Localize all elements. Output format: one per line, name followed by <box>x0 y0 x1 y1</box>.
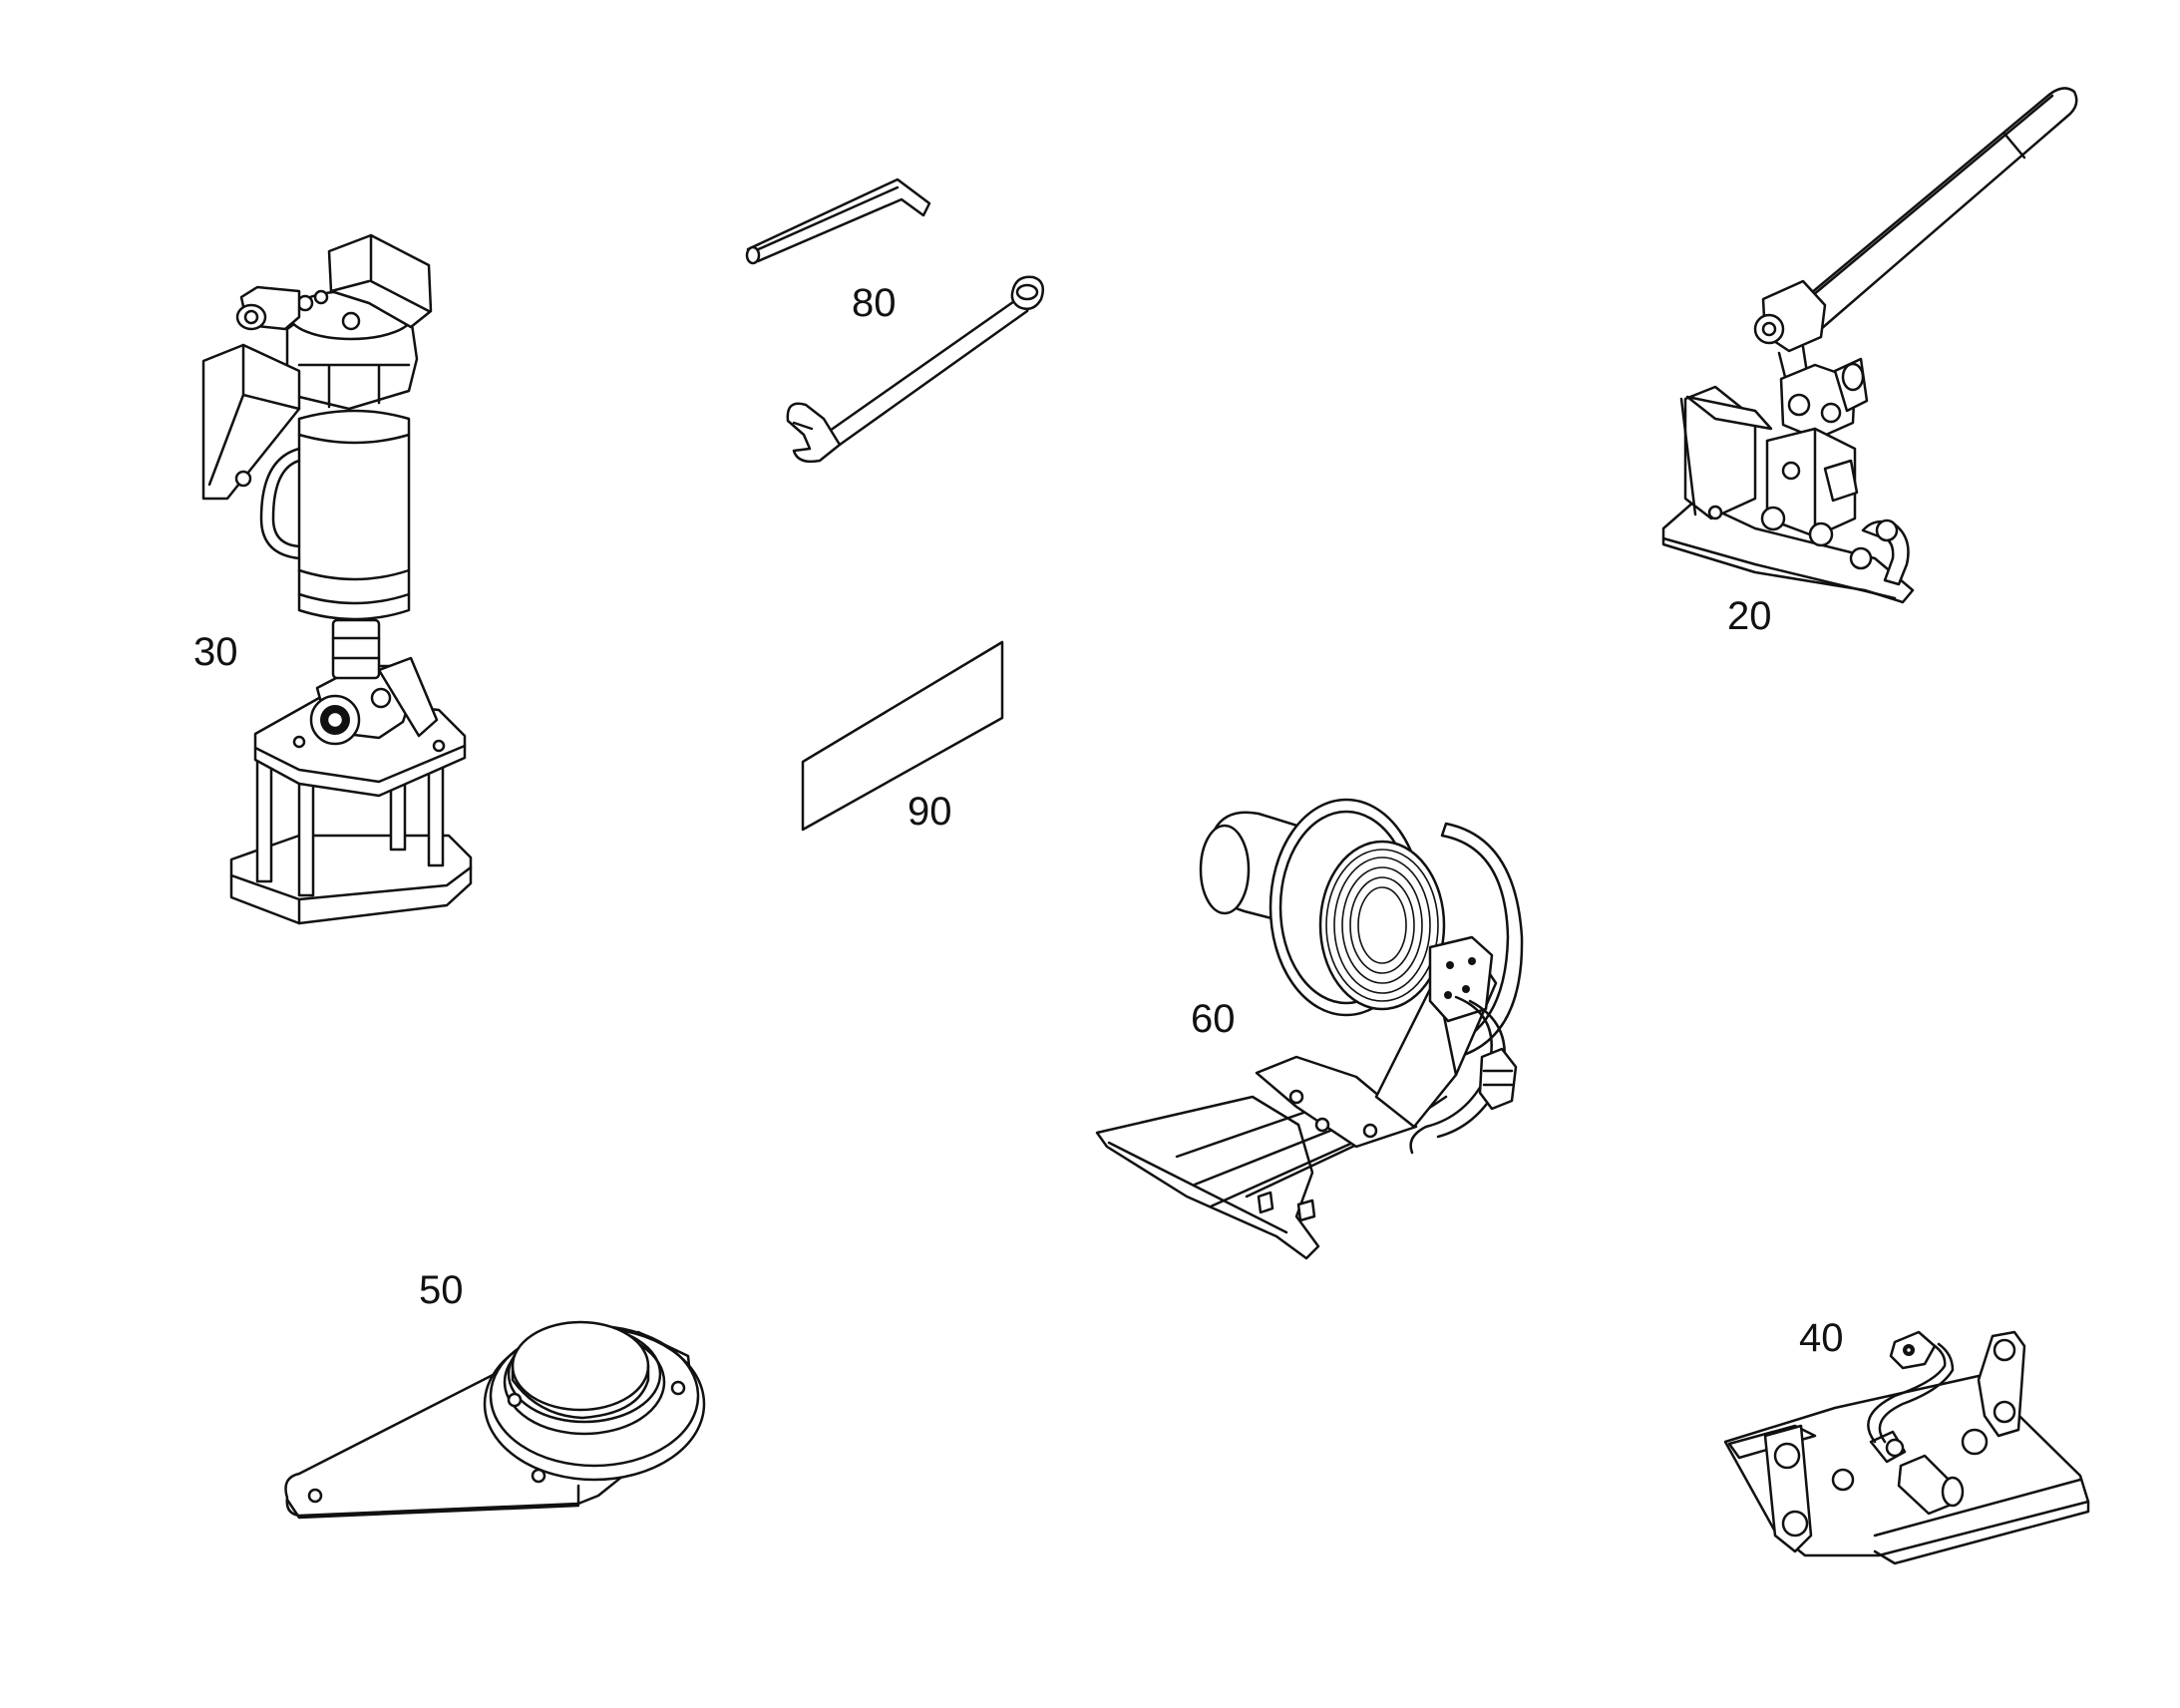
callout-90: 90 <box>908 790 952 834</box>
callout-40: 40 <box>1799 1316 1844 1360</box>
callout-80: 80 <box>852 281 897 325</box>
hex-key-and-wrench-icon <box>745 177 1044 464</box>
callout-50: 50 <box>419 1268 464 1312</box>
callout-20: 20 <box>1727 594 1772 638</box>
callout-60: 60 <box>1191 997 1236 1041</box>
base-plate-icon <box>284 1320 706 1520</box>
label-plate-icon <box>801 640 1004 832</box>
sensor-bracket-icon <box>1723 1330 2090 1565</box>
hose-reel-icon <box>1095 798 1524 1260</box>
hydraulic-jack-icon <box>201 233 473 925</box>
callout-30: 30 <box>193 630 238 674</box>
hand-pump-icon <box>1661 87 2078 604</box>
